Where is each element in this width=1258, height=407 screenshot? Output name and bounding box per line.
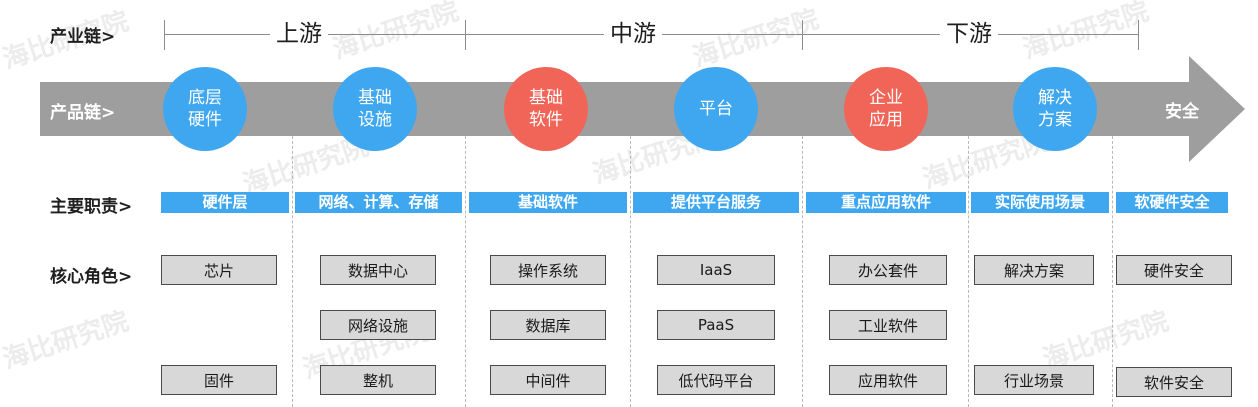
- role-network-facilities: 网络设施: [320, 310, 436, 340]
- column-separator: [802, 136, 803, 407]
- main-duties-label: 主要职责>: [50, 197, 133, 217]
- duty-platform-services: 提供平台服务: [633, 192, 799, 213]
- column-separator: [292, 136, 293, 407]
- role-low-code-platform: 低代码平台: [657, 365, 775, 395]
- role-application-software: 应用软件: [829, 365, 947, 395]
- industry-chain-label: 产业链>: [50, 27, 116, 47]
- node-security: 安全: [1165, 102, 1199, 122]
- role-industrial-software: 工业软件: [829, 310, 947, 340]
- role-data-center: 数据中心: [320, 255, 436, 285]
- stage-upstream: 上游: [270, 19, 328, 49]
- role-iaas: IaaS: [657, 255, 775, 285]
- role-solutions: 解决方案: [974, 255, 1094, 285]
- node-basic-software: 基础 软件: [504, 67, 588, 151]
- node-platform: 平台: [674, 67, 758, 151]
- arrow-head: [1189, 56, 1245, 162]
- stage-downstream: 下游: [940, 19, 998, 49]
- role-software-security: 软件安全: [1116, 367, 1232, 397]
- node-enterprise-apps: 企业 应用: [844, 67, 928, 151]
- column-separator: [1112, 136, 1113, 407]
- column-separator: [465, 136, 466, 407]
- role-paas: PaaS: [657, 310, 775, 340]
- node-solutions: 解决 方案: [1013, 67, 1097, 151]
- role-operating-system: 操作系统: [490, 255, 606, 285]
- bracket-tick: [1138, 20, 1139, 50]
- core-roles-label: 核心角色>: [50, 267, 133, 287]
- duty-security: 软硬件安全: [1116, 192, 1228, 213]
- node-bottom-hardware: 底层 硬件: [163, 67, 247, 151]
- role-chip: 芯片: [161, 255, 277, 285]
- watermark: 海比研究院: [0, 306, 133, 376]
- role-whole-machine: 整机: [320, 365, 436, 395]
- duty-hardware-layer: 硬件层: [161, 192, 289, 213]
- column-separator: [968, 136, 969, 407]
- duty-network-compute-storage: 网络、计算、存储: [295, 192, 462, 213]
- role-database: 数据库: [490, 310, 606, 340]
- duty-key-applications: 重点应用软件: [806, 192, 966, 213]
- product-chain-label: 产品链>: [50, 103, 116, 123]
- role-middleware: 中间件: [490, 365, 606, 395]
- role-firmware: 固件: [161, 365, 277, 395]
- role-industry-scenarios: 行业场景: [974, 365, 1094, 395]
- bracket-tick: [164, 20, 165, 50]
- duty-usage-scenarios: 实际使用场景: [971, 192, 1109, 213]
- role-office-suite: 办公套件: [829, 255, 947, 285]
- node-infrastructure: 基础 设施: [333, 67, 417, 151]
- bracket-tick: [802, 20, 803, 50]
- role-hardware-security: 硬件安全: [1116, 255, 1232, 285]
- column-separator: [630, 136, 631, 407]
- duty-basic-software: 基础软件: [469, 192, 627, 213]
- stage-midstream: 中游: [604, 19, 662, 49]
- bracket-tick: [465, 20, 466, 50]
